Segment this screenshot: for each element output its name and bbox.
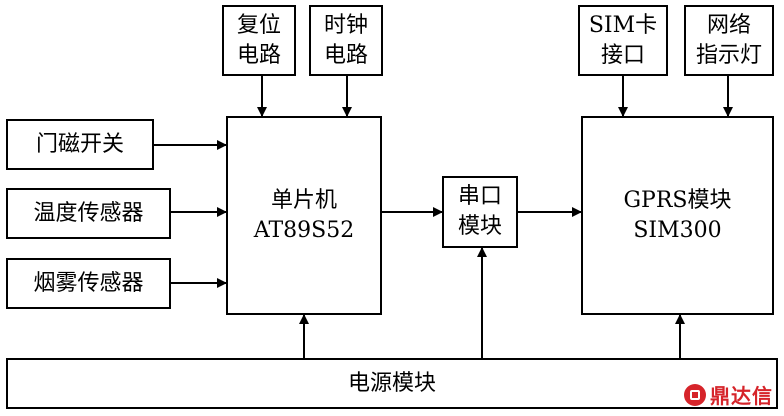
serial-module-block: 串口 模块 (442, 176, 518, 248)
smoke-sensor-label: 烟雾传感器 (33, 270, 144, 296)
smoke-sensor-block: 烟雾传感器 (6, 258, 171, 309)
power-module-block: 电源模块 (6, 358, 778, 409)
mcu-block: 单片机 AT89S52 (226, 116, 382, 315)
clock-circuit-block: 时钟 电路 (309, 5, 383, 76)
watermark-logo-icon (684, 383, 706, 406)
network-indicator-label: 网络 指示灯 (695, 12, 762, 68)
sim-card-interface-block: SIM卡 接口 (578, 5, 668, 76)
reset-circuit-block: 复位 电路 (222, 5, 296, 76)
door-switch-label: 门磁开关 (35, 131, 124, 157)
temperature-sensor-block: 温度传感器 (6, 188, 171, 239)
sim-card-interface-label: SIM卡 接口 (588, 12, 658, 68)
reset-circuit-label: 复位 电路 (236, 12, 281, 68)
door-switch-block: 门磁开关 (6, 119, 154, 170)
watermark: 鼎达信 (684, 380, 773, 409)
network-indicator-block: 网络 指示灯 (684, 5, 774, 76)
serial-module-label: 串口 模块 (457, 184, 502, 239)
mcu-label: 单片机 AT89S52 (253, 187, 355, 243)
gprs-module-block: GPRS模块 SIM300 (581, 116, 774, 315)
power-module-label: 电源模块 (347, 370, 436, 396)
watermark-text: 鼎达信 (710, 384, 773, 408)
gprs-module-label: GPRS模块 SIM300 (623, 187, 732, 243)
temperature-sensor-label: 温度传感器 (33, 200, 144, 226)
clock-circuit-label: 时钟 电路 (323, 12, 368, 68)
